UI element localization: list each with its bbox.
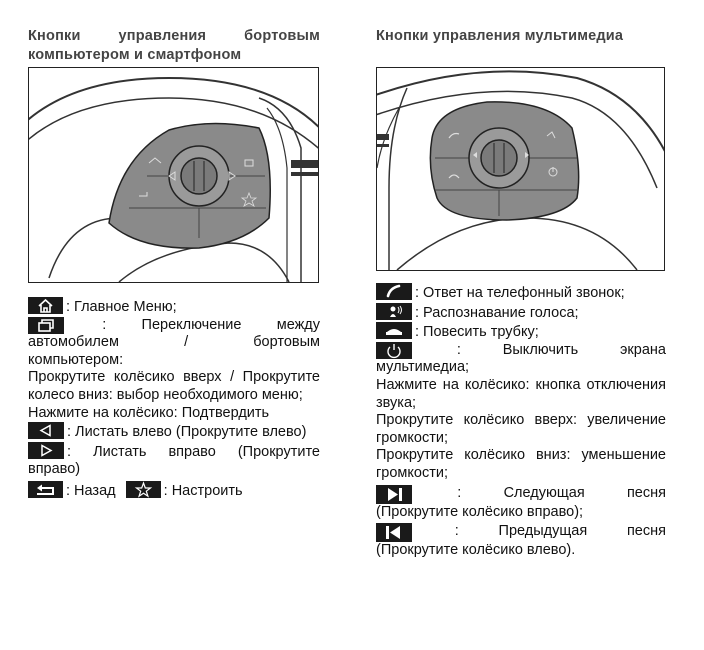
left-wheel-drawing	[29, 76, 318, 282]
volume-down-description: Прокрутите колёсико вниз: уменьшение гро…	[376, 447, 666, 481]
power-word2: экрана	[620, 341, 666, 358]
star-description: : Настроить	[163, 482, 243, 499]
next-word1: Следующая	[503, 484, 585, 501]
arrow-right-icon	[28, 441, 64, 459]
back-star-row: : Назад : Настроить	[28, 480, 320, 501]
arrow-left-description: : Листать влево (Прокрутите влево)	[67, 424, 307, 441]
prev-row: : Предыдущая песня	[376, 523, 666, 543]
home-row: : Главное Меню;	[28, 297, 320, 317]
arrow-right-row: : Листать вправо (Прокрутите вправо)	[28, 441, 320, 479]
answer-description: : Ответ на телефонный звонок;	[415, 285, 625, 301]
power-word1: Выключить	[502, 341, 579, 358]
voice-row: : Распознавание голоса;	[376, 302, 666, 323]
prev-colon: :	[454, 523, 459, 540]
home-icon	[28, 297, 63, 314]
switch-colon: :	[102, 316, 107, 333]
home-description: : Главное Меню;	[66, 299, 177, 315]
power-icon	[376, 341, 412, 359]
press-description-right: Нажмите на колёсико: кнопка отключения з…	[376, 376, 666, 411]
back-icon	[28, 480, 63, 498]
power-colon: :	[456, 341, 461, 358]
star-icon	[125, 480, 161, 498]
phone-hangup-icon	[376, 322, 412, 340]
arrow-left-icon	[28, 422, 64, 440]
next-row: : Следующая песня	[376, 484, 666, 504]
arrow-left-row: : Листать влево (Прокрутите влево)	[28, 422, 320, 442]
next-track-icon	[376, 484, 412, 504]
switch-description-rest: автомобилем / бортовым компьютером:	[28, 334, 320, 368]
volume-up-description: Прокрутите колёсико вверх: увеличение гр…	[376, 412, 666, 446]
answer-row: : Ответ на телефонный звонок;	[376, 283, 666, 303]
next-description-rest: (Прокрутите колёсико вправо);	[376, 503, 584, 520]
prev-word2: песня	[626, 523, 666, 540]
right-steering-wheel-illustration	[376, 67, 665, 271]
press-description: Нажмите на колёсико: Подтвердить	[28, 404, 270, 421]
power-description-rest: мультимедиа;	[376, 359, 470, 376]
scroll-description: Прокрутите колёсико вверх / Прокрутите к…	[28, 369, 320, 403]
next-colon: :	[457, 484, 462, 501]
power-row: : Выключить экрана	[376, 341, 666, 360]
switch-word1: Переключение	[141, 316, 242, 333]
next-word2: песня	[626, 484, 666, 501]
back-description: : Назад	[66, 482, 116, 499]
left-descriptions: : Главное Меню; : Переключение между авт…	[28, 297, 320, 501]
hangup-row: : Повесить трубку;	[376, 322, 666, 342]
switch-screen-icon	[28, 316, 64, 334]
previous-track-icon	[376, 523, 412, 543]
prev-description-rest: (Прокрутите колёсико влево).	[376, 542, 576, 559]
arrow-right-description: : Листать вправо (Прокрутите вправо)	[28, 443, 320, 478]
right-section-title: Кнопки управления мультимедиа	[376, 28, 624, 44]
phone-answer-icon	[376, 283, 412, 300]
prev-word1: Предыдущая	[498, 523, 588, 540]
left-section-title: Кнопки управления бортовым компьютером и…	[28, 28, 320, 63]
voice-recognition-icon	[376, 302, 412, 320]
right-wheel-drawing	[377, 70, 664, 270]
voice-description: : Распознавание голоса;	[415, 304, 579, 321]
switch-row: : Переключение между	[28, 316, 320, 335]
hangup-description: : Повесить трубку;	[415, 324, 539, 341]
left-steering-wheel-illustration	[28, 67, 319, 283]
right-descriptions: : Ответ на телефонный звонок; : Распозна…	[376, 283, 666, 560]
switch-word2: между	[276, 316, 320, 333]
